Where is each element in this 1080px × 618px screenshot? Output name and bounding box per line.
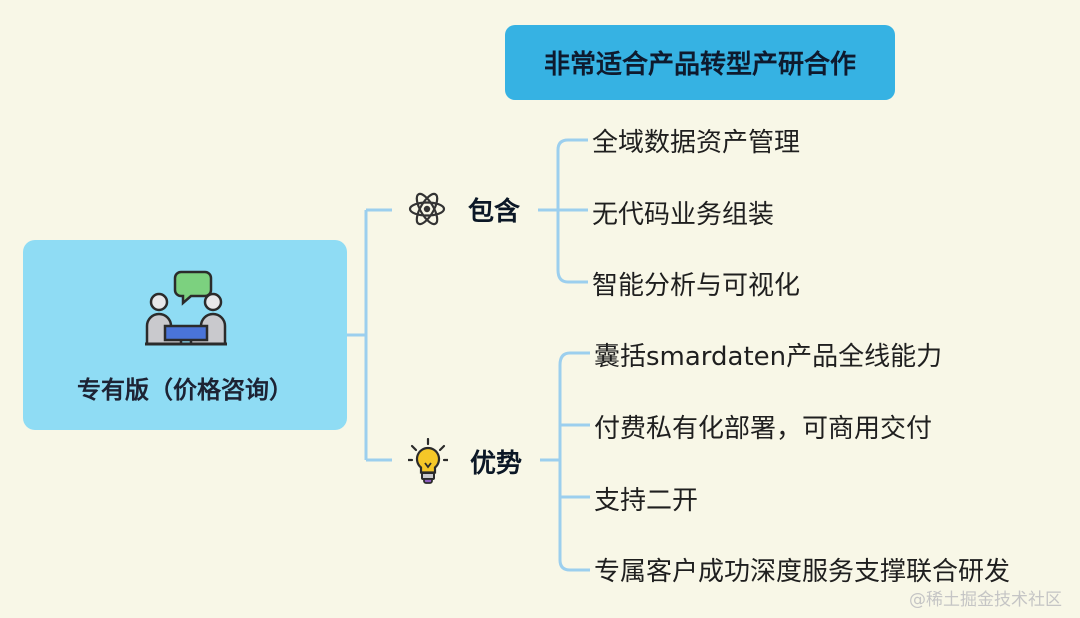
- root-label: 专有版（价格咨询）: [77, 376, 293, 404]
- leaf-item: 支持二开: [594, 486, 699, 516]
- leaf-item: 付费私有化部署，可商用交付: [594, 414, 933, 444]
- branch-label-advantages: 优势: [470, 448, 523, 479]
- headline-text: 非常适合产品转型产研合作: [543, 50, 856, 80]
- watermark: @稀土掘金技术社区: [909, 590, 1062, 610]
- headline-banner: 非常适合产品转型产研合作: [505, 25, 895, 100]
- leaf-item: 囊括smardaten产品全线能力: [594, 342, 943, 372]
- leaf-item: 智能分析与可视化: [592, 271, 801, 301]
- leaf-item: 全域数据资产管理: [592, 128, 801, 158]
- leaf-item: 专属客户成功深度服务支撑联合研发: [594, 557, 1011, 587]
- branch-label-includes: 包含: [468, 196, 521, 227]
- branch-advantages: 优势: [408, 438, 522, 484]
- branch-includes: 包含: [408, 190, 520, 228]
- root-node: 专有版（价格咨询）: [23, 240, 347, 430]
- lightbulb-icon: [408, 438, 448, 484]
- meeting-people-icon: [145, 270, 227, 346]
- leaf-item: 无代码业务组装: [592, 200, 775, 230]
- atom-icon: [408, 192, 446, 226]
